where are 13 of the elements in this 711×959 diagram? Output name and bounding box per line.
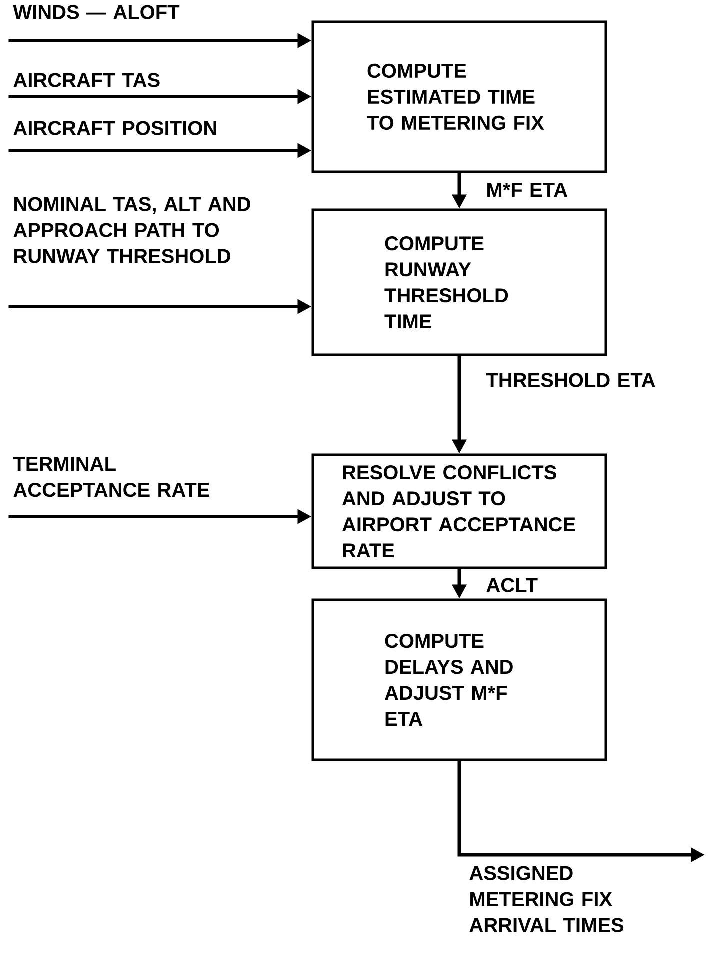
edge-label: TERMINAL ACCEPTANCE RATE bbox=[13, 457, 210, 498]
edge-label: THRESHOLD ETA bbox=[486, 373, 656, 388]
edge-label: AIRCRAFT TAS bbox=[14, 73, 160, 88]
process-box: COMPUTE ESTIMATED TIME TO METERING FIX bbox=[312, 20, 608, 174]
edge-label: ASSIGNED METERING FIX ARRIVAL TIMES bbox=[470, 866, 624, 932]
process-box: RESOLVE CONFLICTS AND ADJUST TO AIRPORT ACCEPTANCE RATE bbox=[312, 454, 608, 570]
process-box: COMPUTE RUNWAY THRESHOLD TIME bbox=[312, 208, 608, 356]
edge-label: AIRCRAFT POSITION bbox=[14, 121, 216, 136]
edge-label: NOMINAL TAS, ALT AND APPROACH PATH TO RUNWAY THRESHOLD bbox=[14, 197, 250, 264]
edge-label: WINDS — ALOFT bbox=[13, 5, 180, 20]
edge-label: M*F ETA bbox=[488, 183, 568, 197]
edge-label: ACLT bbox=[486, 578, 538, 592]
process-box: COMPUTE DELAYS AND ADJUST M*F ETA bbox=[312, 598, 608, 762]
